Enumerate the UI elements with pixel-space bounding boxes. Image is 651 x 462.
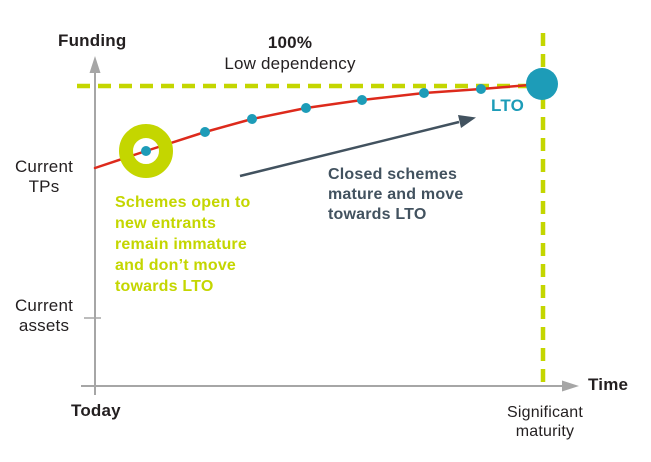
data-point-dot [419,88,429,98]
closed-schemes-annotation: Closed schemes mature and move towards L… [328,166,464,223]
current-tps-label: Current TPs [14,157,74,196]
today-label: Today [71,401,121,420]
open-scheme-ring [119,124,173,178]
data-point-dot [357,95,367,105]
data-point-dot [476,84,486,94]
target-percent-label: 100% [267,33,313,52]
x-axis-arrowhead-icon [562,380,579,392]
maturity-arrowhead-icon [458,115,476,128]
data-point-dot [141,146,151,156]
lto-endpoint-circle [526,68,558,100]
x-axis-title: Time [588,375,629,394]
open-schemes-annotation: Schemes open to new entrants remain imma… [115,194,251,295]
data-point-dot [247,114,257,124]
y-axis-title: Funding [58,31,127,50]
current-assets-label: Current assets [14,296,74,335]
lto-label: LTO [491,96,525,115]
y-axis-arrowhead-icon [89,56,101,73]
low-dependency-label: Low dependency [224,54,356,73]
data-point-dot [301,103,311,113]
data-point-dot [200,127,210,137]
maturity-arrow-line [239,120,460,178]
significant-maturity-label: Significant maturity [506,404,584,440]
